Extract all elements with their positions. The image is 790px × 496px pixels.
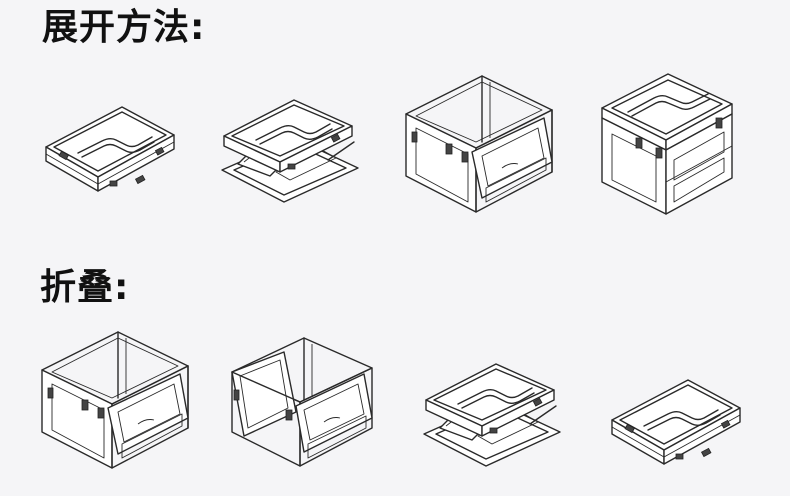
fold-step-1-open-with-door-illustration	[38, 328, 198, 473]
fold-step-2-sides-folding-illustration	[226, 332, 386, 472]
unfold-step-1-folded-flat-illustration	[40, 95, 180, 195]
fold-step-4-folded-flat-illustration	[606, 368, 746, 468]
unfold-step-3-open-with-door-illustration	[402, 72, 562, 217]
fold-step-3-half-open-illustration	[420, 352, 565, 472]
fold-heading: 折叠:	[40, 267, 130, 308]
unfold-method-heading: 展开方法:	[42, 7, 206, 48]
unfold-step-2-half-open-illustration	[218, 88, 363, 208]
unfold-step-4-assembled-closed-illustration	[598, 68, 738, 218]
